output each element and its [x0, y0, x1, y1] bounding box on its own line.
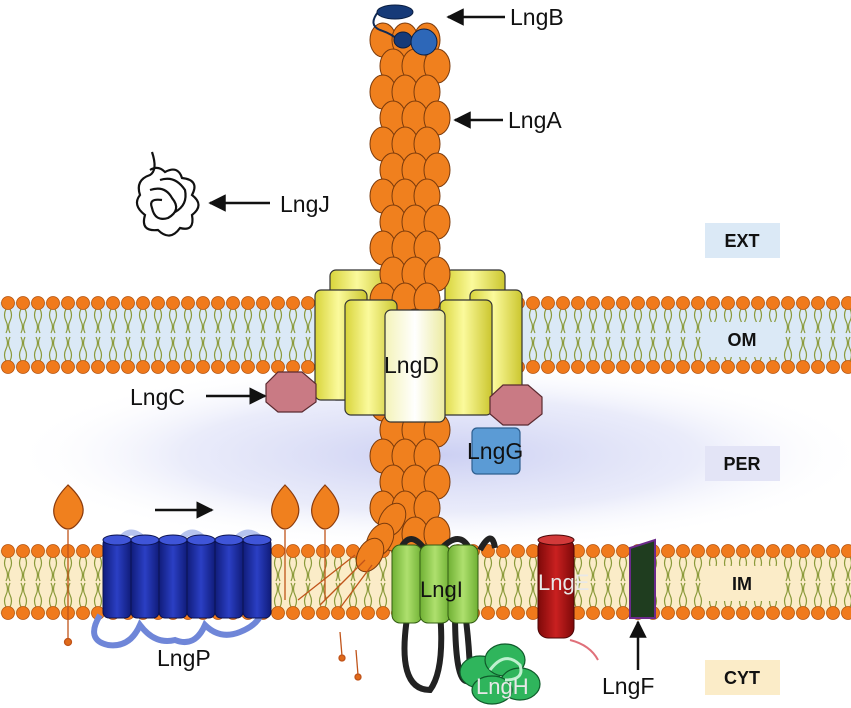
lngE-protein [537, 534, 599, 661]
lngF-protein [629, 538, 656, 619]
label-lngA: LngA [508, 107, 562, 133]
svg-text:PER: PER [723, 454, 760, 474]
im-pilins [53, 484, 373, 681]
label-lngI: LngI [420, 577, 463, 602]
badge-cyt: CYT [705, 660, 780, 695]
secretin-front [314, 289, 523, 423]
svg-text:CYT: CYT [724, 668, 760, 688]
badge-im: IM [705, 566, 780, 601]
label-lngP: LngP [157, 645, 211, 671]
label-lngF: LngF [602, 673, 654, 699]
lngB-tip [372, 4, 438, 56]
badge-ext: EXT [705, 223, 780, 258]
label-lngE: LngE [538, 570, 589, 595]
svg-text:OM: OM [728, 330, 757, 350]
lngC-protein-right [489, 384, 543, 426]
badge-om: OM [705, 322, 780, 357]
lngP-protein [91, 529, 272, 649]
badge-per: PER [705, 446, 780, 481]
label-lngD: LngD [384, 352, 439, 378]
label-lngC: LngC [130, 384, 185, 410]
lngC-protein [265, 371, 317, 413]
label-lngG: LngG [467, 438, 523, 464]
label-lngJ: LngJ [280, 191, 330, 217]
svg-text:EXT: EXT [724, 231, 759, 251]
lngH-protein [459, 643, 541, 705]
lngI-protein [391, 535, 498, 694]
svg-text:IM: IM [732, 574, 752, 594]
lngJ-protein [135, 151, 200, 237]
label-lngB: LngB [510, 4, 564, 30]
lngG-protein [471, 427, 521, 475]
label-lngH: LngH [476, 674, 529, 699]
